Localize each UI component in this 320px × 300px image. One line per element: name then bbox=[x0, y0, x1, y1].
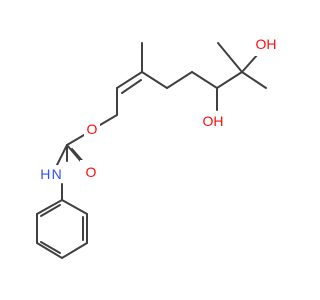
structure-diagram: O O H N OH OH bbox=[36, 36, 282, 260]
bond-c3-c4 bbox=[141, 71, 168, 89]
bond-c2-c3-double bbox=[116, 71, 143, 89]
bond-c6-c7 bbox=[216, 71, 243, 89]
bond-c2-c3-double-inner bbox=[121, 79, 142, 94]
bond-c-n bbox=[55, 144, 68, 168]
atom-o-carbonyl: O bbox=[86, 164, 97, 180]
atom-nh: H N bbox=[40, 166, 61, 182]
atom-oh-lower: OH bbox=[203, 113, 224, 129]
atom-labels: O O H N OH OH bbox=[40, 36, 282, 183]
molecule-drawing: O O H N OH OH bbox=[36, 36, 282, 260]
bond-c7-methyl-b bbox=[241, 71, 267, 89]
bond-o-ccarbonyl bbox=[66, 134, 85, 146]
atom-oh-upper: OH bbox=[256, 36, 277, 52]
bond-c5-c6 bbox=[191, 71, 218, 89]
bond-c7-oh bbox=[241, 53, 259, 73]
phenyl-ring bbox=[36, 198, 88, 260]
atom-o-ester: O bbox=[87, 121, 98, 137]
bond-c7-methyl-a bbox=[217, 42, 243, 73]
bonds bbox=[36, 42, 267, 260]
phenyl-double-2 bbox=[40, 241, 61, 254]
phenyl-double-3 bbox=[40, 204, 61, 217]
bond-c1-o bbox=[99, 114, 118, 126]
bond-c4-c5 bbox=[166, 71, 193, 89]
